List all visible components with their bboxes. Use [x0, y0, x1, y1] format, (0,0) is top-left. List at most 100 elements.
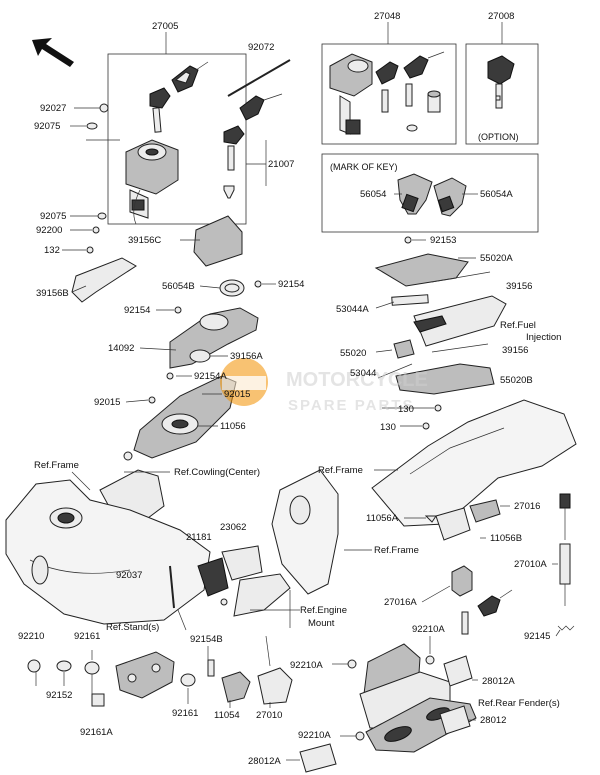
- ref-label-frame: Ref.Frame: [374, 545, 419, 556]
- nut: [27, 659, 41, 673]
- part-label-92210A: 92210A: [412, 624, 445, 635]
- part-label-92210A: 92210A: [290, 660, 323, 671]
- part-label-27010A: 27010A: [514, 559, 547, 570]
- ignition-switch-assembly: [71, 59, 291, 303]
- bolt: [254, 280, 262, 288]
- part-label-39156B: 39156B: [36, 288, 69, 299]
- part-label-27010: 27010: [256, 710, 282, 721]
- part-label-11056: 11056: [220, 421, 246, 432]
- steering-stem-parts: [123, 279, 262, 461]
- part-label-27005: 27005: [152, 21, 178, 32]
- part-label-92161: 92161: [74, 631, 100, 642]
- bolt: [166, 372, 174, 380]
- key-icon: [223, 93, 283, 171]
- ref-label-frame: Ref.Frame: [34, 460, 79, 471]
- bolt: [86, 246, 94, 254]
- frame-left: [5, 479, 211, 625]
- washer: [99, 103, 109, 113]
- part-label-92152: 92152: [46, 690, 72, 701]
- option-key-icon: [487, 55, 515, 109]
- bolt: [169, 565, 175, 609]
- callout-boxes: [107, 22, 539, 233]
- part-label-39156C: 39156C: [128, 235, 161, 246]
- part-label-92015: 92015: [94, 397, 120, 408]
- ref-label-fuel-injection: Injection: [526, 332, 561, 343]
- part-label-92210: 92210: [18, 631, 44, 642]
- rear-frame: [371, 399, 577, 541]
- part-label-11056B: 11056B: [490, 533, 522, 544]
- part-label-27016A: 27016A: [384, 597, 417, 608]
- part-label-92072: 92072: [248, 42, 274, 53]
- connector: [559, 493, 571, 509]
- part-label-92154A: 92154A: [194, 371, 227, 382]
- ref-label-engine-mount: Ref.Engine: [300, 605, 347, 616]
- frame-middle: [271, 469, 339, 595]
- part-label-130: 130: [398, 404, 414, 415]
- part-label-23062: 23062: [220, 522, 246, 533]
- washer: [86, 122, 98, 130]
- bolt: [174, 306, 182, 314]
- side-stand-switch: [221, 671, 251, 703]
- part-label-92027: 92027: [40, 103, 66, 114]
- pad: [299, 743, 337, 773]
- part-label-92015: 92015: [224, 389, 250, 400]
- part-label-53044A: 53044A: [336, 304, 369, 315]
- part-label-92154: 92154: [278, 279, 304, 290]
- collar: [91, 693, 105, 707]
- part-label-130: 130: [380, 422, 396, 433]
- part-label-92154: 92154: [124, 305, 150, 316]
- ref-label-rear-fender: Ref.Rear Fender(s): [478, 698, 560, 709]
- part-label-11056A: 11056A: [366, 513, 399, 524]
- connector: [393, 339, 415, 359]
- mark-of-key-note: (MARK OF KEY): [330, 162, 398, 172]
- bolt: [207, 659, 215, 677]
- part-label-92161: 92161: [172, 708, 198, 719]
- part-label-21181: 21181: [186, 532, 212, 543]
- key-icon: [461, 611, 469, 635]
- part-label-53044: 53044: [350, 368, 376, 379]
- collar: [84, 661, 100, 675]
- part-label-132: 132: [44, 245, 60, 256]
- watermark-logo-icon: [220, 358, 268, 406]
- part-label-27048: 27048: [374, 11, 400, 22]
- part-label-55020B: 55020B: [500, 375, 533, 386]
- bolt: [92, 226, 100, 234]
- part-label-92037: 92037: [116, 570, 142, 581]
- part-label-28012A: 28012A: [248, 756, 281, 767]
- ref-label-stand: Ref.Stand(s): [106, 622, 159, 633]
- bolt: [422, 422, 430, 430]
- bolt: [404, 236, 412, 244]
- seat-lock-cable: [559, 543, 571, 585]
- part-label-92145: 92145: [524, 631, 550, 642]
- part-label-92161A: 92161A: [80, 727, 113, 738]
- pad: [391, 294, 429, 306]
- part-labels: 27005 92072 27048 27008 92027 92075 2100…: [18, 11, 561, 767]
- bolt: [434, 404, 442, 412]
- watermark: MOTORCYCLE SPARE PARTS: [220, 358, 428, 414]
- part-label-92075: 92075: [40, 211, 66, 222]
- rubber-cover: [193, 215, 243, 267]
- nut: [425, 655, 435, 665]
- part-label-27008: 27008: [488, 11, 514, 22]
- ecu-assembly: [374, 236, 507, 395]
- option-note: (OPTION): [478, 132, 519, 142]
- lock-set: [329, 51, 445, 135]
- stand-switch-bracket: [115, 651, 175, 699]
- stand-switch-parts: [27, 635, 293, 707]
- front-direction-arrow-icon: [32, 38, 74, 67]
- part-label-28012A: 28012A: [482, 676, 515, 687]
- part-label-55020: 55020: [340, 348, 366, 359]
- part-label-92200: 92200: [36, 225, 62, 236]
- leader-lines: [35, 107, 561, 761]
- neutral-switch: [257, 667, 293, 705]
- part-label-39156: 39156: [502, 345, 528, 356]
- part-label-28012: 28012: [480, 715, 506, 726]
- ref-label-frame: Ref.Frame: [318, 465, 363, 476]
- washer: [56, 660, 72, 672]
- pad: [439, 705, 471, 735]
- part-label-56054A: 56054A: [480, 189, 513, 200]
- cap-bolt: [223, 185, 235, 199]
- part-label-14092: 14092: [108, 343, 134, 354]
- part-label-92210A: 92210A: [298, 730, 331, 741]
- part-label-56054B: 56054B: [162, 281, 195, 292]
